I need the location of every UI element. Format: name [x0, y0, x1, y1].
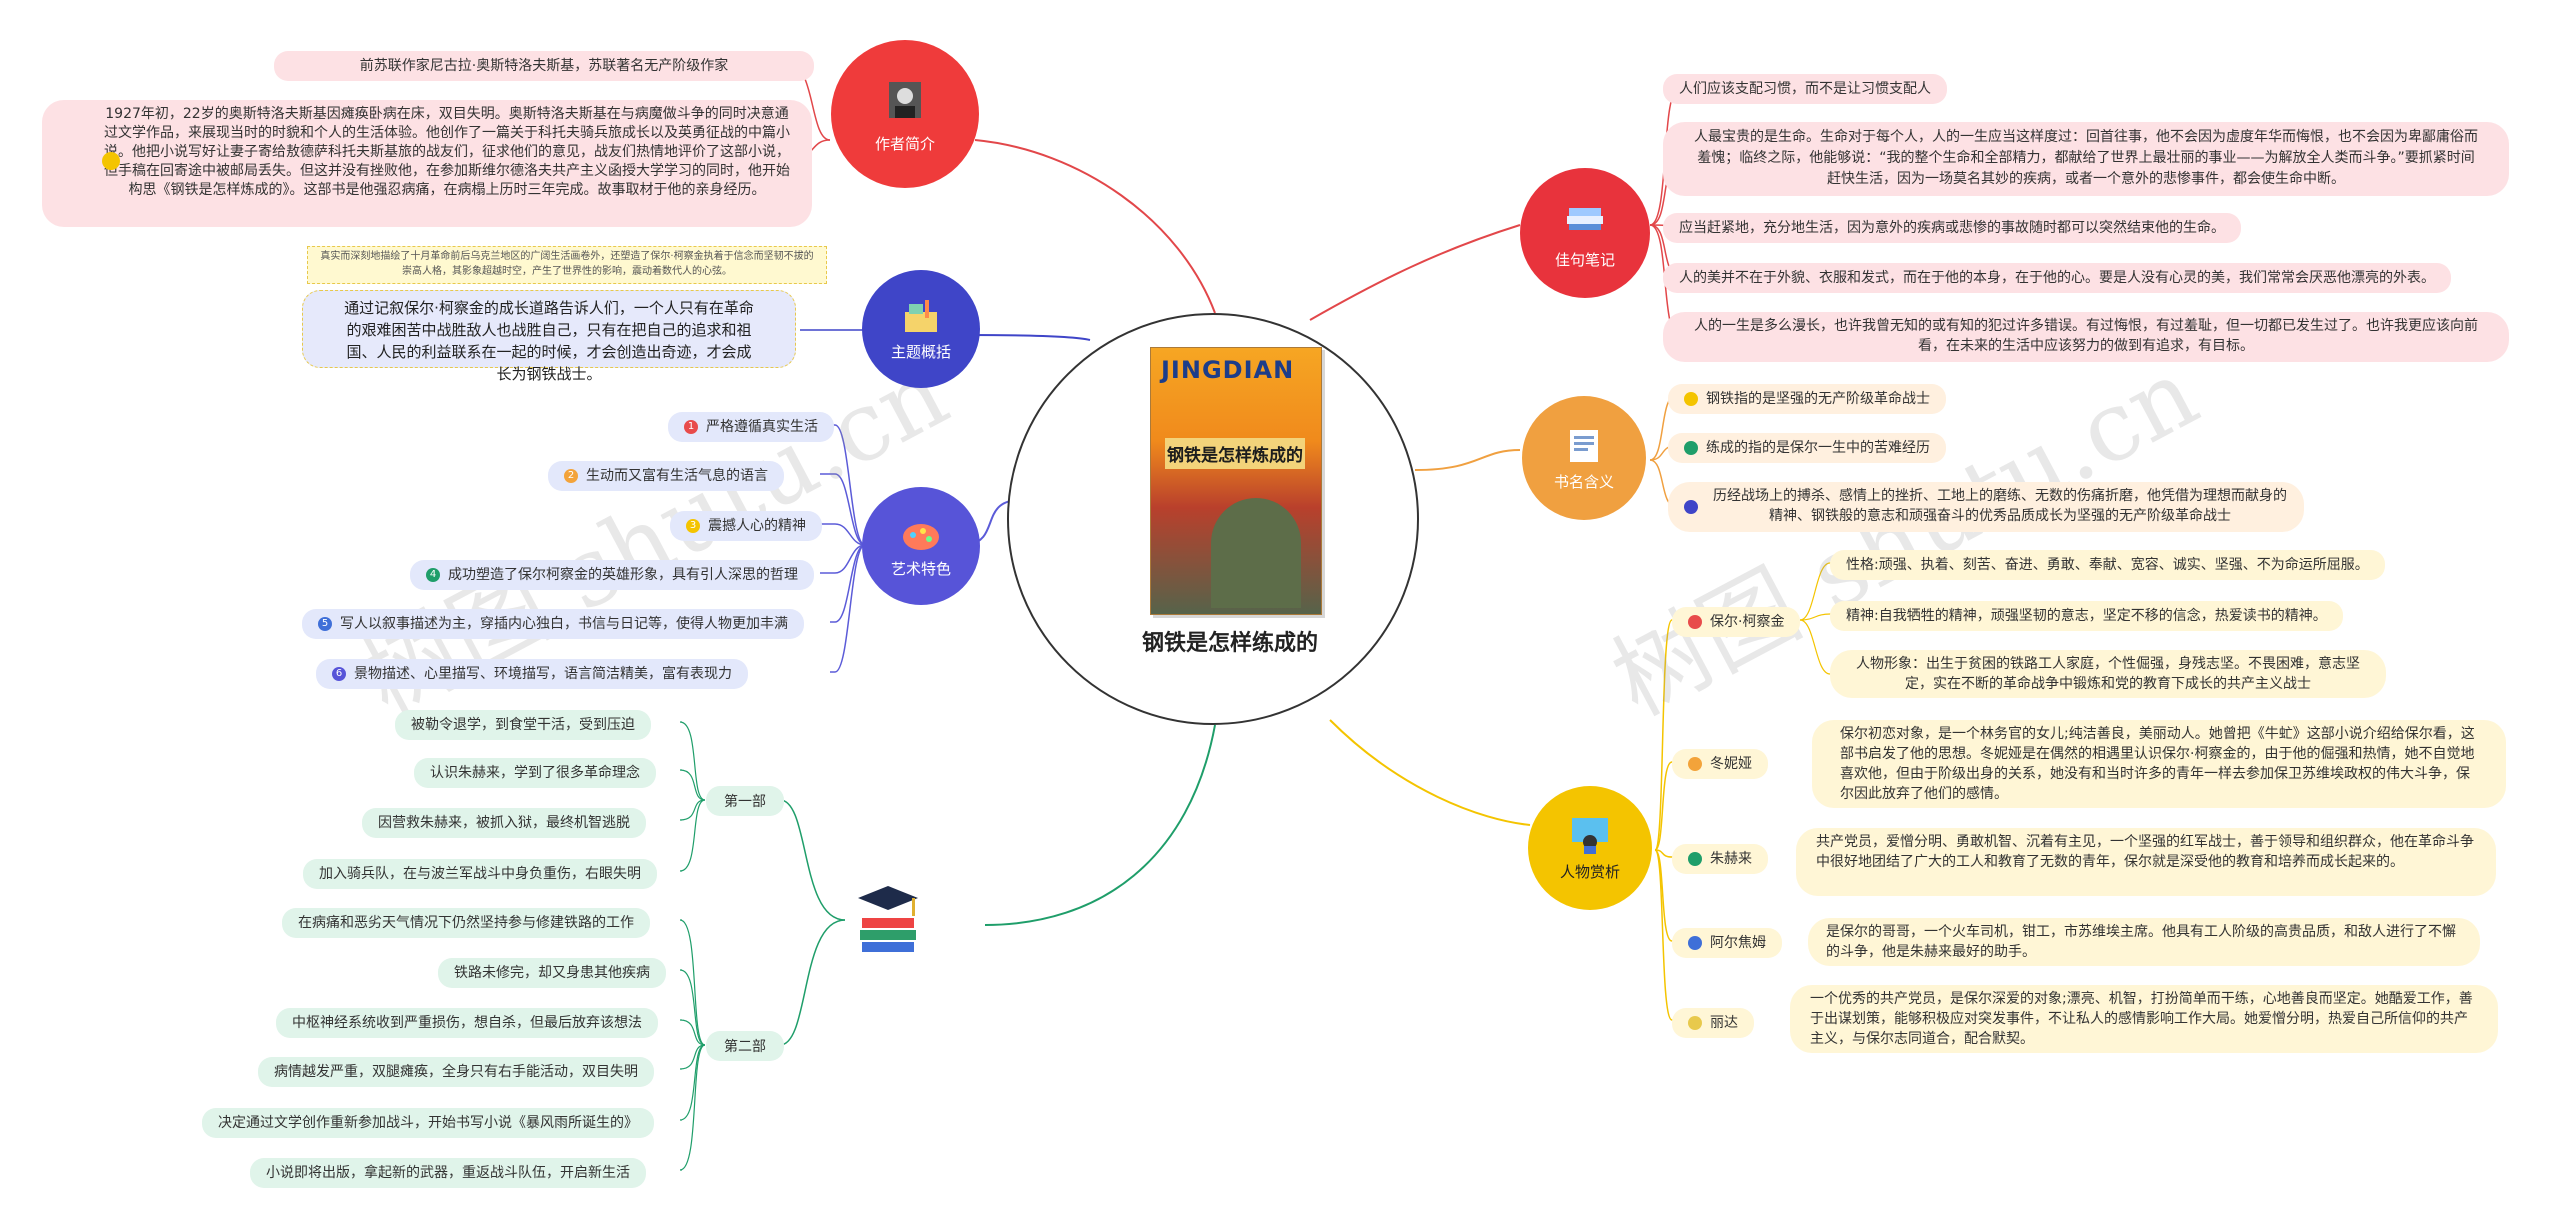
plot-part2-item-6[interactable]: 小说即将出版，拿起新的武器，重返战斗队伍，开启新生活: [250, 1158, 646, 1188]
zhukhrai-detail-1[interactable]: 共产党员，爱憎分明、勇敢机智、沉着有主见，一个坚强的红军战士，善于领导和组织群众…: [1796, 828, 2496, 896]
theme-note[interactable]: 真实而深刻地描绘了十月革命前后乌克兰地区的广阔生活画卷外，还塑造了保尔·柯察金执…: [307, 246, 827, 284]
art-item-4-text: 成功塑造了保尔柯察金的英雄形象，具有引人深思的哲理: [448, 567, 798, 583]
art-item-6[interactable]: 6 景物描述、心里描写、环境描写，语言简洁精美，富有表现力: [316, 659, 748, 689]
book-cover-image: JINGDIAN 钢铁是怎样炼成的: [1150, 347, 1322, 615]
quote-item-3[interactable]: 应当赶紧地，充分地生活，因为意外的疾病或悲惨的事故随时都可以突然结束他的生命。: [1663, 213, 2241, 243]
theme-icon: [899, 298, 943, 338]
quote-item-4[interactable]: 人的美并不在于外貌、衣服和发式，而在于他的本身，在于他的心。要是人没有心灵的美，…: [1663, 263, 2451, 293]
meaning-item-3-text: 历经战场上的搏杀、感情上的挫折、工地上的磨练、无数的伤痛折磨，他凭借为理想而献身…: [1713, 488, 2287, 524]
node-meaning-label: 书名含义: [1522, 471, 1646, 492]
star-badge-icon: [1684, 441, 1698, 455]
teacher-icon: [1568, 814, 1612, 854]
circle-badge-icon: [1684, 392, 1698, 406]
palette-icon: [899, 515, 943, 555]
plot-part2-item-5[interactable]: 决定通过文学创作重新参加战斗，开始书写小说《暴风雨所诞生的》: [202, 1108, 654, 1138]
person-icon: [1688, 852, 1702, 866]
plot-part2-item-2[interactable]: 铁路未修完，却又身患其他疾病: [438, 958, 666, 988]
plot-part1-item-2[interactable]: 认识朱赫来，学到了很多革命理念: [414, 758, 656, 788]
star-badge-icon-2: [1684, 500, 1698, 514]
node-characters[interactable]: 人物赏析: [1528, 786, 1652, 910]
book-stack-icon: [1563, 198, 1607, 238]
quote-item-2[interactable]: 人最宝贵的是生命。生命对于每个人，人的一生应当这样度过：回首往事，他不会因为虚度…: [1663, 122, 2509, 196]
lightbulb-icon: [102, 152, 120, 170]
book-cover-title: 钢铁是怎样炼成的: [1165, 438, 1305, 469]
meaning-item-1[interactable]: 钢铁指的是坚强的无产阶级革命战士: [1668, 384, 1946, 414]
character-rita-name: 丽达: [1710, 1015, 1738, 1031]
node-author-label: 作者简介: [831, 133, 979, 154]
node-art-label: 艺术特色: [862, 558, 980, 579]
meaning-item-2[interactable]: 练成的指的是保尔一生中的苦难经历: [1668, 433, 1946, 463]
books-icon[interactable]: [852, 882, 924, 960]
character-tonya-name: 冬妮娅: [1710, 756, 1752, 772]
character-paul-name: 保尔·柯察金: [1710, 614, 1784, 630]
node-art[interactable]: 艺术特色: [862, 487, 980, 605]
number-badge-5: 5: [318, 617, 332, 631]
plot-part1-item-3[interactable]: 因营救朱赫来，被抓入狱，最终机智逃脱: [362, 808, 646, 838]
author-item-1[interactable]: 前苏联作家尼古拉·奥斯特洛夫斯基，苏联著名无产阶级作家: [274, 51, 814, 81]
rita-detail-1[interactable]: 一个优秀的共产党员，是保尔深爱的对象;漂亮、机智，打扮简单而干练，心地善良而坚定…: [1790, 985, 2498, 1053]
character-artem-name: 阿尔焦姆: [1710, 935, 1766, 951]
number-badge-4: 4: [426, 568, 440, 582]
theme-main[interactable]: 通过记叙保尔·柯察金的成长道路告诉人们，一个人只有在革命的艰难困苦中战胜敌人也战…: [302, 290, 796, 368]
plot-part2-label[interactable]: 第二部: [706, 1031, 784, 1061]
meaning-item-2-text: 练成的指的是保尔一生中的苦难经历: [1706, 440, 1930, 456]
number-badge-6: 6: [332, 667, 346, 681]
art-item-3-text: 震撼人心的精神: [708, 518, 806, 534]
plot-part2-item-1[interactable]: 在病痛和恶劣天气情况下仍然坚持参与修建铁路的工作: [282, 908, 650, 938]
art-item-5-text: 写人以叙事描述为主，穿插内心独白，书信与日记等，使得人物更加丰满: [340, 616, 788, 632]
soldier-illustration: [1211, 498, 1301, 608]
art-item-6-text: 景物描述、心里描写、环境描写，语言简洁精美，富有表现力: [354, 666, 732, 682]
node-author[interactable]: 作者简介: [831, 40, 979, 188]
art-item-2[interactable]: 2 生动而又富有生活气息的语言: [548, 461, 784, 491]
art-item-1[interactable]: 1 严格遵循真实生活: [668, 412, 834, 442]
book-brand: JINGDIAN: [1161, 356, 1294, 384]
author-item-2[interactable]: 1927年初，22岁的奥斯特洛夫斯基因瘫痪卧病在床，双目失明。奥斯特洛夫斯基在与…: [42, 100, 812, 227]
plot-part1-item-1[interactable]: 被勒令退学，到食堂干活，受到压迫: [395, 710, 651, 740]
quote-item-1[interactable]: 人们应该支配习惯，而不是让习惯支配人: [1663, 74, 1947, 104]
paul-detail-2[interactable]: 精神:自我牺牲的精神，顽强坚韧的意志，坚定不移的信念，热爱读书的精神。: [1830, 601, 2343, 631]
person-icon: [1688, 615, 1702, 629]
person-icon: [1688, 757, 1702, 771]
meaning-item-1-text: 钢铁指的是坚强的无产阶级革命战士: [1706, 391, 1930, 407]
number-badge-1: 1: [684, 420, 698, 434]
tonya-detail-1[interactable]: 保尔初恋对象，是一个林务官的女儿;纯洁善良，美丽动人。她曾把《牛虻》这部小说介绍…: [1812, 720, 2506, 808]
plot-part2-item-4[interactable]: 病情越发严重，双腿瘫痪，全身只有右手能活动，双目失明: [258, 1057, 654, 1087]
artem-detail-1[interactable]: 是保尔的哥哥，一个火车司机，钳工，市苏维埃主席。他具有工人阶级的高贵品质，和敌人…: [1808, 918, 2480, 966]
plot-part1-label[interactable]: 第一部: [706, 786, 784, 816]
art-item-5[interactable]: 5 写人以叙事描述为主，穿插内心独白，书信与日记等，使得人物更加丰满: [302, 609, 804, 639]
character-zhukhrai[interactable]: 朱赫来: [1672, 844, 1768, 874]
node-theme-label: 主题概括: [862, 341, 980, 362]
author-item-2-text: 1927年初，22岁的奥斯特洛夫斯基因瘫痪卧病在床，双目失明。奥斯特洛夫斯基在与…: [104, 106, 790, 198]
node-quotes[interactable]: 佳句笔记: [1520, 168, 1650, 298]
author-portrait-icon: [883, 80, 927, 120]
person-icon: [1688, 1016, 1702, 1030]
plot-part1-item-4[interactable]: 加入骑兵队，在与波兰军战斗中身负重伤，右眼失明: [303, 859, 657, 889]
node-quotes-label: 佳句笔记: [1520, 249, 1650, 270]
character-rita[interactable]: 丽达: [1672, 1008, 1754, 1038]
character-artem[interactable]: 阿尔焦姆: [1672, 928, 1782, 958]
node-meaning[interactable]: 书名含义: [1522, 396, 1646, 520]
plot-part2-item-3[interactable]: 中枢神经系统收到严重损伤，想自杀，但最后放弃该想法: [276, 1008, 658, 1038]
art-item-4[interactable]: 4 成功塑造了保尔柯察金的英雄形象，具有引人深思的哲理: [410, 560, 814, 590]
art-item-3[interactable]: 3 震撼人心的精神: [670, 511, 822, 541]
character-paul[interactable]: 保尔·柯察金: [1672, 607, 1800, 637]
person-icon: [1688, 936, 1702, 950]
character-zhukhrai-name: 朱赫来: [1710, 851, 1752, 867]
art-item-1-text: 严格遵循真实生活: [706, 419, 818, 435]
node-characters-label: 人物赏析: [1528, 861, 1652, 882]
node-theme[interactable]: 主题概括: [862, 270, 980, 388]
meaning-item-3[interactable]: 历经战场上的搏杀、感情上的挫折、工地上的磨练、无数的伤痛折磨，他凭借为理想而献身…: [1668, 482, 2304, 532]
center-title: 钢铁是怎样练成的: [1130, 628, 1330, 659]
number-badge-2: 2: [564, 469, 578, 483]
quote-item-5[interactable]: 人的一生是多么漫长，也许我曾无知的或有知的犯过许多错误。有过悔恨，有过羞耻，但一…: [1663, 312, 2509, 362]
character-tonya[interactable]: 冬妮娅: [1672, 749, 1768, 779]
document-icon: [1562, 426, 1606, 466]
paul-detail-1[interactable]: 性格:顽强、执着、刻苦、奋进、勇敢、奉献、宽容、诚实、坚强、不为命运所屈服。: [1830, 550, 2385, 580]
art-item-2-text: 生动而又富有生活气息的语言: [586, 468, 768, 484]
paul-detail-3[interactable]: 人物形象：出生于贫困的铁路工人家庭，个性倔强，身残志坚。不畏困难，意志坚定，实在…: [1830, 650, 2386, 698]
number-badge-3: 3: [686, 519, 700, 533]
